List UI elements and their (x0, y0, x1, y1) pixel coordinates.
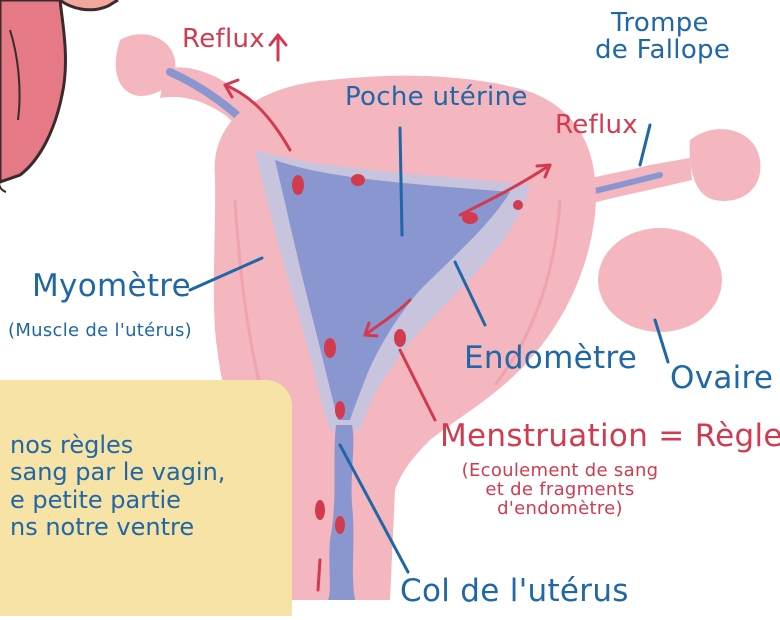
label-trompe-line: de Fallope (595, 37, 725, 64)
label-myometre: Myomètre (32, 270, 191, 303)
label-poche: Poche utérine (345, 84, 528, 111)
label-reflux-right: Reflux (555, 112, 638, 139)
ovary (598, 228, 722, 332)
label-myometre-sub: (Muscle de l'utérus) (8, 322, 192, 341)
label-col: Col de l'utérus (400, 575, 629, 608)
note-text: nos règles sang par le vagin, e petite p… (10, 432, 225, 541)
character-arm (0, 0, 118, 192)
note-box: nos règles sang par le vagin, e petite p… (0, 380, 292, 616)
note-line: ns notre ventre (10, 514, 225, 541)
label-menstruation: Menstruation = Règles (440, 420, 780, 453)
label-trompe: Trompe de Fallope (595, 10, 725, 65)
label-reflux-left: Reflux (182, 26, 265, 53)
label-menstruation-sub-line: et de fragments (450, 481, 670, 500)
note-line: sang par le vagin, (10, 459, 225, 486)
note-line: e petite partie (10, 487, 225, 514)
label-endometre: Endomètre (464, 342, 637, 375)
label-trompe-line: Trompe (595, 10, 725, 37)
label-ovaire: Ovaire (670, 362, 773, 395)
label-menstruation-sub-line: d'endomètre) (450, 500, 670, 519)
note-line: nos règles (10, 432, 225, 459)
label-menstruation-sub: (Ecoulement de sang et de fragments d'en… (450, 462, 670, 519)
